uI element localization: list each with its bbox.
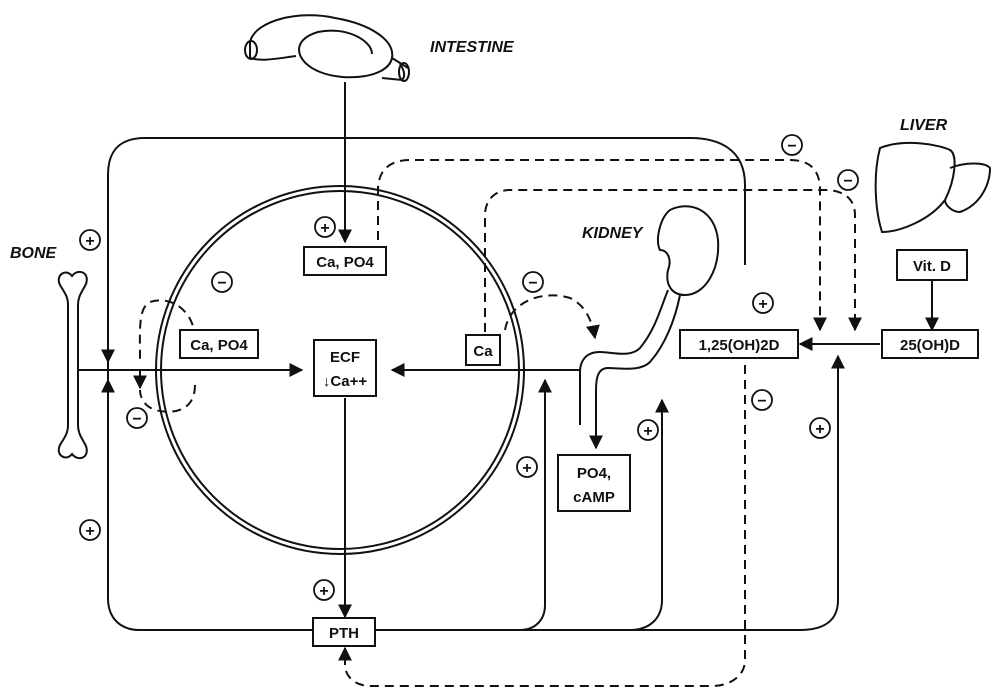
- vitd-box: Vit. D: [897, 250, 967, 280]
- ca-po4-bone-box: Ca, PO4: [180, 330, 258, 358]
- svg-text:Ca: Ca: [473, 343, 493, 360]
- bone-label: BONE: [10, 245, 58, 262]
- bone-local-feedback-lower: [140, 385, 195, 412]
- svg-text:Vit. D: Vit. D: [913, 258, 951, 275]
- plus-sign-kidney-1: +: [517, 457, 537, 477]
- liver-icon: [876, 143, 990, 232]
- 125ohd-box: 1,25(OH)2D: [680, 330, 798, 358]
- plus-sign-bone: +: [80, 230, 100, 250]
- minus-sign-125d: −: [752, 390, 772, 410]
- pth-to-bone-loop: [108, 138, 745, 630]
- svg-text:−: −: [528, 275, 537, 292]
- plus-sign-liver: +: [810, 418, 830, 438]
- svg-text:+: +: [815, 421, 824, 438]
- svg-text:Ca, PO4: Ca, PO4: [316, 254, 374, 271]
- svg-text:Ca, PO4: Ca, PO4: [190, 337, 248, 354]
- plus-sign-kidney-2: +: [638, 420, 658, 440]
- svg-text:+: +: [643, 423, 652, 440]
- svg-text:−: −: [217, 275, 226, 292]
- ca-po4-intestine-box: Ca, PO4: [304, 247, 386, 275]
- plus-sign-bone-lower: +: [80, 520, 100, 540]
- svg-text:−: −: [787, 138, 796, 155]
- svg-text:25(OH)D: 25(OH)D: [900, 337, 960, 354]
- pth-to-kidney-line: [400, 380, 545, 630]
- kidney-label: KIDNEY: [582, 225, 644, 242]
- minus-sign-bone-1: −: [212, 272, 232, 292]
- liver-label: LIVER: [900, 117, 948, 134]
- bone-icon: [59, 272, 87, 458]
- svg-text:↓Ca++: ↓Ca++: [323, 373, 367, 390]
- svg-text:−: −: [843, 173, 852, 190]
- svg-text:−: −: [132, 411, 141, 428]
- svg-text:+: +: [319, 583, 328, 600]
- minus-sign-top-1: −: [782, 135, 802, 155]
- minus-sign-kidney: −: [523, 272, 543, 292]
- svg-text:−: −: [757, 393, 766, 410]
- plus-sign-intestine: +: [315, 217, 335, 237]
- intestine-icon: [245, 15, 409, 81]
- svg-text:+: +: [320, 220, 329, 237]
- plus-sign-125d: +: [753, 293, 773, 313]
- svg-text:+: +: [758, 296, 767, 313]
- ecf-box: ECF ↓Ca++: [314, 340, 376, 396]
- pth-to-intestine-line: [345, 400, 662, 630]
- ca-kidney-box: Ca: [466, 335, 500, 365]
- svg-text:ECF: ECF: [330, 349, 360, 366]
- svg-text:cAMP: cAMP: [573, 489, 615, 506]
- intestine-label: INTESTINE: [430, 39, 515, 56]
- 25ohd-box: 25(OH)D: [882, 330, 978, 358]
- svg-text:PO4,: PO4,: [577, 465, 611, 482]
- minus-sign-top-2: −: [838, 170, 858, 190]
- svg-text:PTH: PTH: [329, 625, 359, 642]
- minus-sign-bone-2: −: [127, 408, 147, 428]
- pth-box: PTH: [313, 618, 375, 646]
- po4-camp-box: PO4, cAMP: [558, 455, 630, 511]
- plus-sign-pth: +: [314, 580, 334, 600]
- ca-to-kidney-feedback: [505, 295, 595, 338]
- svg-text:+: +: [85, 523, 94, 540]
- svg-text:+: +: [522, 460, 531, 477]
- svg-text:1,25(OH)2D: 1,25(OH)2D: [699, 337, 780, 354]
- svg-text:+: +: [85, 233, 94, 250]
